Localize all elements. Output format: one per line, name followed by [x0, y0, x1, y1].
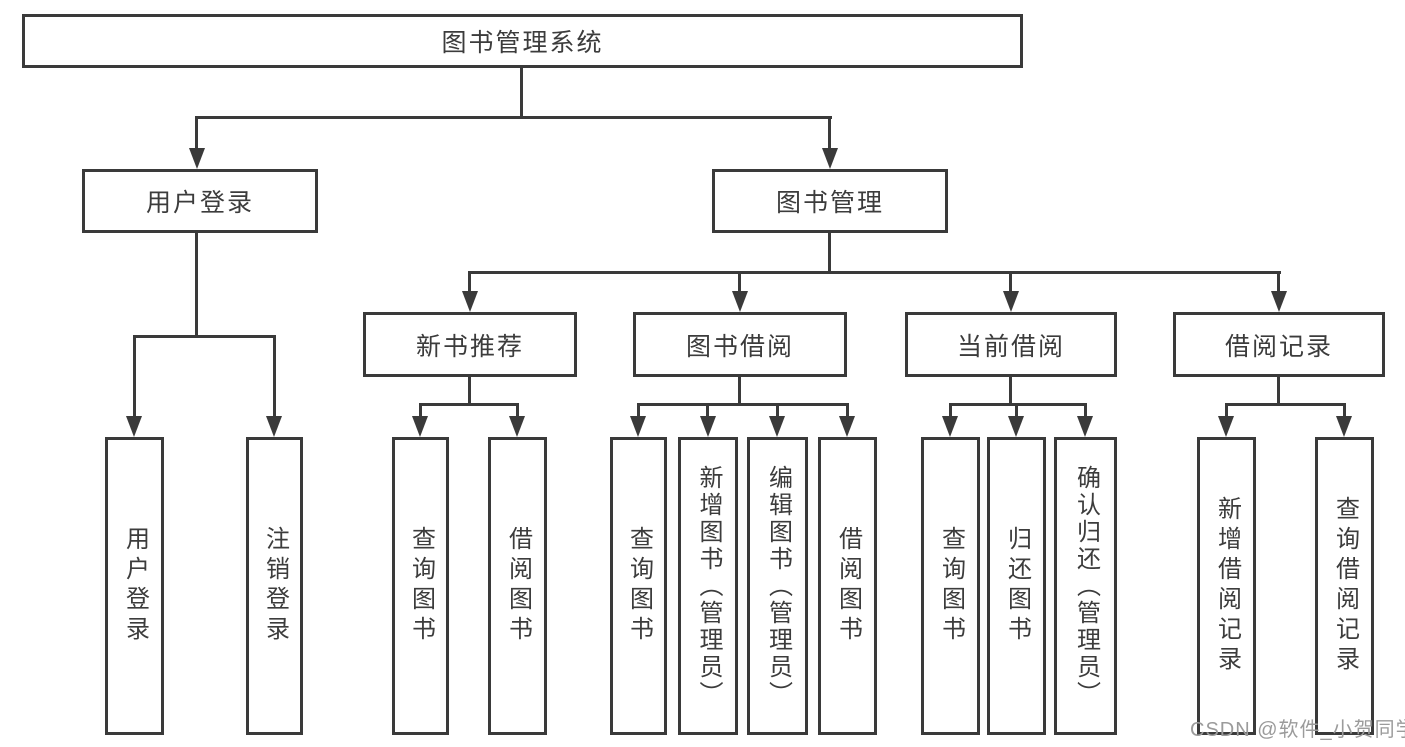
- leaf-query-books-borrow: 查询图书: [610, 437, 667, 735]
- csdn-watermark: CSDN @软件_小贺同学: [1190, 719, 1405, 741]
- leaf-borrow-books-recommend-label: 借阅图书: [504, 526, 532, 646]
- connector-records-bus: [1225, 403, 1346, 406]
- arrow-down-icon: [839, 416, 855, 437]
- leaf-borrow-books: 借阅图书: [818, 437, 877, 735]
- node-new-book-recommend-label: 新书推荐: [415, 332, 524, 361]
- arrow-down-icon: [1271, 291, 1287, 312]
- leaf-return-books-label: 归还图书: [1003, 526, 1031, 646]
- connector-recommend-bus: [419, 403, 519, 406]
- connector-root-stub: [520, 68, 523, 118]
- node-user-login-label: 用户登录: [145, 189, 254, 217]
- arrow-down-icon: [630, 416, 646, 437]
- connector-book-management-stub: [828, 233, 831, 274]
- arrow-down-icon: [1077, 416, 1093, 437]
- connector-leaf: [1343, 403, 1346, 419]
- leaf-borrow-books-label: 借阅图书: [834, 526, 862, 646]
- node-book-management: 图书管理: [712, 169, 948, 233]
- arrow-down-icon: [700, 416, 716, 437]
- node-new-book-recommend: 新书推荐: [363, 312, 577, 377]
- leaf-query-books-recommend: 查询图书: [392, 437, 449, 735]
- leaf-query-borrow-record: 查询借阅记录: [1315, 437, 1374, 735]
- leaf-add-borrow-record: 新增借阅记录: [1197, 437, 1256, 735]
- arrow-down-icon: [266, 416, 282, 437]
- node-current-borrow-label: 当前借阅: [956, 332, 1065, 361]
- connector-leaf: [949, 403, 952, 419]
- leaf-user-login: 用户登录: [105, 437, 164, 735]
- arrow-down-icon: [822, 148, 838, 169]
- arrow-down-icon: [1003, 291, 1019, 312]
- node-current-borrow: 当前借阅: [905, 312, 1117, 377]
- leaf-query-books-recommend-label: 查询图书: [407, 526, 435, 646]
- connector-to-borrow-records: [1277, 271, 1280, 294]
- node-book-borrow-label: 图书借阅: [685, 332, 794, 361]
- connector-to-new-book-recommend: [468, 271, 471, 294]
- arrow-down-icon: [462, 291, 478, 312]
- connector-to-current-borrow: [1009, 271, 1012, 294]
- leaf-query-books-borrow-label: 查询图书: [625, 526, 653, 646]
- connector-current-borrow-stub: [1009, 377, 1012, 406]
- leaf-query-books-current-label: 查询图书: [937, 526, 965, 646]
- leaf-add-books-admin-label: 新增图书（管理员）: [695, 464, 722, 708]
- connector-leaf: [637, 403, 640, 419]
- connector-leaf: [706, 403, 709, 419]
- connector-leaf: [516, 403, 519, 419]
- connector-level2-bus: [195, 116, 832, 119]
- connector-new-book-recommend-stub: [468, 377, 471, 406]
- connector-borrow-records-stub: [1277, 377, 1280, 406]
- leaf-borrow-books-recommend: 借阅图书: [488, 437, 547, 735]
- connector-to-book-borrow: [738, 271, 741, 294]
- connector-leaf: [1225, 403, 1228, 419]
- connector-current-bus: [949, 403, 1087, 406]
- leaf-add-books-admin: 新增图书（管理员）: [678, 437, 738, 735]
- arrow-down-icon: [1218, 416, 1234, 437]
- leaf-confirm-return-admin: 确认归还（管理员）: [1054, 437, 1117, 735]
- connector-to-leaf-user-login: [133, 335, 136, 419]
- arrow-down-icon: [1336, 416, 1352, 437]
- connector-to-user-login: [195, 116, 198, 152]
- connector-to-book-management: [828, 116, 831, 152]
- arrow-down-icon: [509, 416, 525, 437]
- leaf-edit-books-admin-label: 编辑图书（管理员）: [764, 464, 792, 708]
- connector-borrow-bus: [637, 403, 849, 406]
- node-borrow-records-label: 借阅记录: [1224, 332, 1333, 361]
- arrow-down-icon: [412, 416, 428, 437]
- connector-user-login-stub: [195, 233, 198, 338]
- leaf-logout-label: 注销登录: [261, 526, 289, 646]
- node-book-management-label: 图书管理: [775, 189, 884, 217]
- leaf-return-books: 归还图书: [987, 437, 1046, 735]
- connector-book-borrow-stub: [738, 377, 741, 406]
- connector-to-leaf-logout: [273, 335, 276, 419]
- node-borrow-records: 借阅记录: [1173, 312, 1385, 377]
- leaf-user-login-label: 用户登录: [121, 526, 149, 646]
- leaf-edit-books-admin: 编辑图书（管理员）: [747, 437, 808, 735]
- leaf-logout: 注销登录: [246, 437, 303, 735]
- connector-leaf: [846, 403, 849, 419]
- connector-level3-bus: [468, 271, 1281, 274]
- arrow-down-icon: [126, 416, 142, 437]
- leaf-add-borrow-record-label: 新增借阅记录: [1213, 496, 1241, 676]
- connector-user-login-bus: [133, 335, 276, 338]
- leaf-query-borrow-record-label: 查询借阅记录: [1331, 496, 1359, 676]
- node-book-borrow: 图书借阅: [633, 312, 847, 377]
- arrow-down-icon: [769, 416, 785, 437]
- arrow-down-icon: [942, 416, 958, 437]
- connector-leaf: [1084, 403, 1087, 419]
- connector-leaf: [419, 403, 422, 419]
- arrow-down-icon: [732, 291, 748, 312]
- arrow-down-icon: [1008, 416, 1024, 437]
- connector-leaf: [776, 403, 779, 419]
- node-root-label: 图书管理系统: [441, 29, 604, 57]
- node-user-login: 用户登录: [82, 169, 318, 233]
- leaf-confirm-return-admin-label: 确认归还（管理员）: [1072, 464, 1100, 708]
- leaf-query-books-current: 查询图书: [921, 437, 980, 735]
- arrow-down-icon: [189, 148, 205, 169]
- node-root: 图书管理系统: [22, 14, 1023, 68]
- connector-leaf: [1015, 403, 1018, 419]
